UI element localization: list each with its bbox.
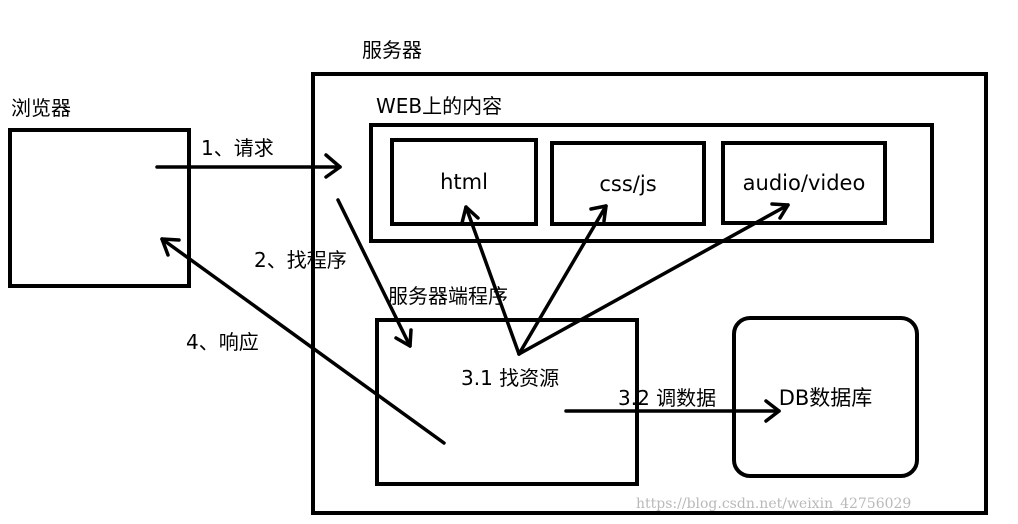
arrow-resource-cssjs [517, 204, 608, 356]
arrow-resource-media [517, 202, 790, 356]
browser-label: 浏览器 [11, 96, 71, 120]
server-program-label: 服务器端程序 [388, 284, 508, 308]
server-box [311, 72, 988, 515]
step-request-label: 1、请求 [201, 136, 274, 160]
db-box: DB数据库 [732, 316, 919, 478]
web-content-label: WEB上的内容 [376, 94, 503, 118]
arrow-resource-html [460, 205, 521, 356]
arrow-find-program [336, 198, 413, 348]
step-find-program-label: 2、找程序 [254, 248, 347, 272]
resource-media-box: audio/video [721, 141, 887, 225]
resource-cssjs-box: css/js [550, 141, 706, 226]
resource-cssjs-label: css/js [599, 171, 657, 196]
resource-html-box: html [390, 138, 538, 226]
step-fetch-data-label: 3.2 调数据 [618, 386, 717, 410]
server-label: 服务器 [362, 38, 422, 62]
step-find-resource-label: 3.1 找资源 [461, 366, 560, 390]
browser-box [8, 128, 191, 288]
db-label: DB数据库 [778, 386, 873, 410]
web-content-box [369, 123, 934, 243]
arrow-request [155, 153, 342, 179]
watermark: https://blog.csdn.net/weixin_42756029 [636, 496, 912, 512]
arrow-respond [160, 237, 446, 445]
step-respond-label: 4、响应 [186, 330, 259, 354]
arrow-fetch-data [564, 399, 781, 423]
resource-html-label: html [440, 170, 488, 194]
resource-media-label: audio/video [742, 171, 866, 195]
